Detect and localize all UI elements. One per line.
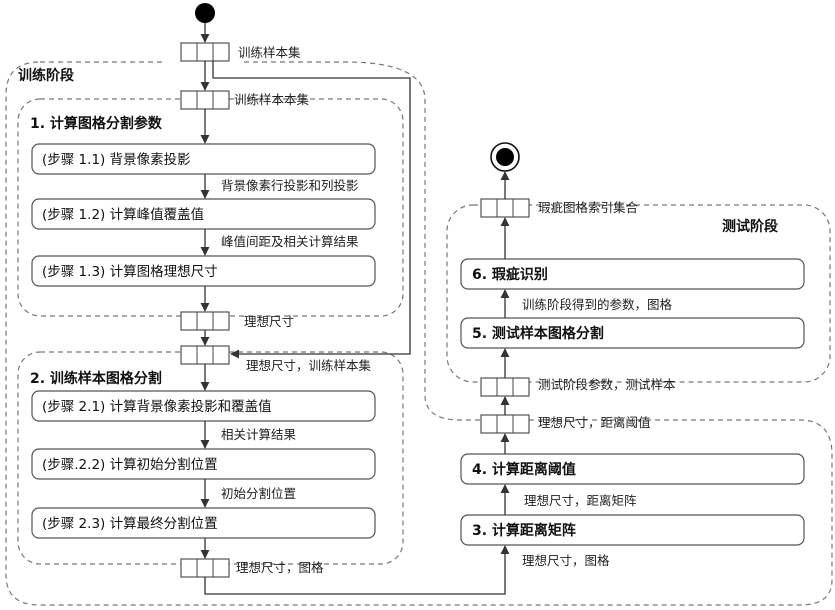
step-1-3-text: (步骤 1.3) 计算图格理想尺寸 — [42, 264, 218, 280]
pin-2 — [181, 91, 229, 109]
step-1-1-text: (步骤 1.1) 背景像素投影 — [42, 152, 191, 168]
pin-5 — [181, 559, 229, 577]
initial-node — [195, 3, 215, 23]
grid-params-label: 1. 计算图格分割参数 — [30, 115, 163, 132]
pin-1 — [181, 43, 229, 61]
flow-1-1-label: 背景像素行投影和列投影 — [221, 178, 359, 193]
step-2-1-text: (步骤 2.1) 计算背景像素投影和覆盖值 — [42, 399, 272, 415]
flow-4-label: 理想尺寸，距离矩阵 — [524, 493, 637, 508]
flow-2-2-label: 初始分割位置 — [221, 486, 296, 501]
flow-3-label: 理想尺寸，图格 — [522, 553, 610, 568]
pin-6 — [481, 415, 529, 433]
train-split-label: 2. 训练样本图格分割 — [30, 370, 162, 387]
activity-4-text: 4. 计算距离阈值 — [472, 461, 576, 478]
pin-4-label: 理想尺寸，训练样本集 — [246, 358, 372, 373]
pin-7 — [481, 378, 529, 396]
pin-3 — [181, 312, 229, 330]
activity-6-text: 6. 瑕疵识别 — [472, 266, 548, 283]
pin-8 — [481, 199, 529, 217]
testing-region-label: 测试阶段 — [722, 218, 778, 235]
activity-5-text: 5. 测试样本图格分割 — [472, 325, 604, 342]
pin-3-label: 理想尺寸 — [244, 314, 294, 329]
pin-8-label: 瑕疵图格索引集合 — [538, 200, 639, 215]
activity-3-text: 3. 计算距离矩阵 — [472, 522, 576, 539]
final-node-inner — [496, 148, 514, 166]
pin-1-label: 训练样本集 — [238, 45, 301, 60]
step-2-2-text: (步骤.2.2) 计算初始分割位置 — [42, 456, 218, 473]
pin-2-label: 训练样本本集 — [234, 92, 310, 107]
flow-1-2-label: 峰值间距及相关计算结果 — [221, 234, 359, 249]
pin-4 — [181, 346, 229, 364]
flow-5-label: 训练阶段得到的参数，图格 — [522, 297, 673, 312]
pin-6-label: 理想尺寸，距离阈值 — [538, 415, 651, 430]
training-region-label: 训练阶段 — [18, 67, 74, 84]
pin-7-label: 测试阶段参数，测试样本 — [538, 377, 676, 392]
step-2-3-text: (步骤 2.3) 计算最终分割位置 — [42, 515, 218, 532]
pin-5-label: 理想尺寸，图格 — [236, 560, 324, 575]
flow-2-1-label: 相关计算结果 — [221, 427, 297, 442]
step-1-2-text: (步骤 1.2) 计算峰值覆盖值 — [42, 207, 204, 223]
